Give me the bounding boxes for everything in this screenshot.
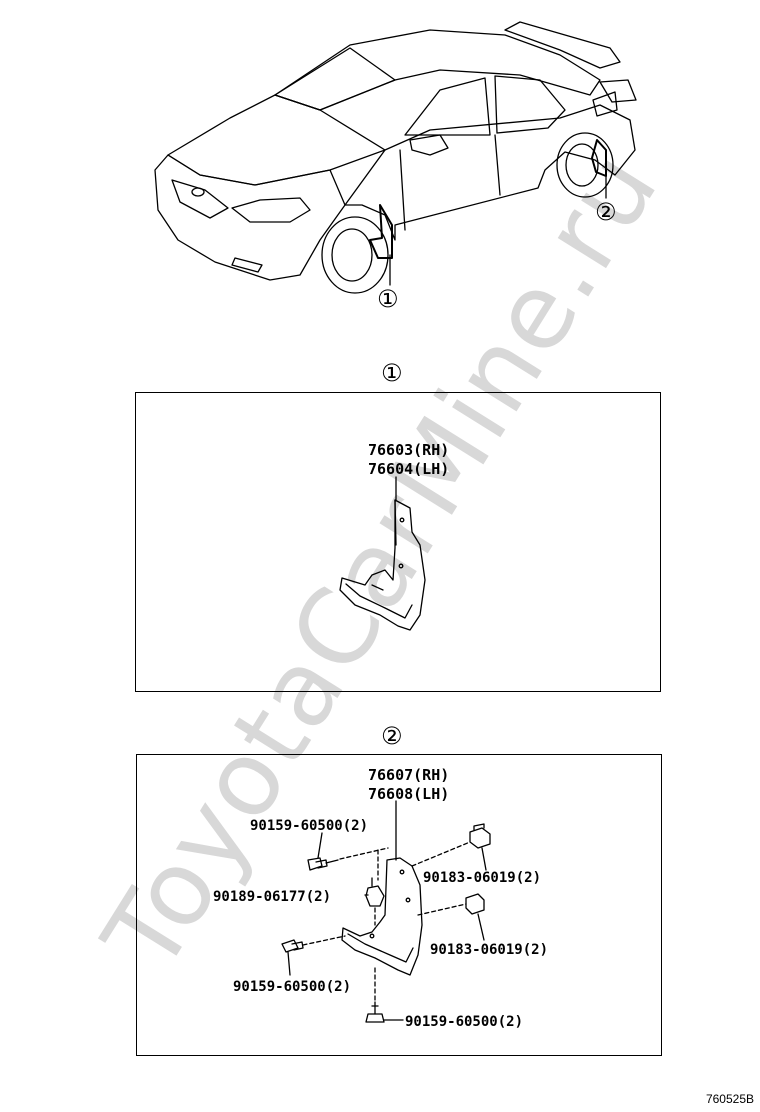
mudguard-rear-outline [341, 857, 423, 976]
fastener-label-6: 90159-60500(2) [405, 1014, 524, 1030]
leader-fastener-5 [287, 951, 291, 976]
car-mirror [409, 134, 449, 156]
dash-line [411, 841, 471, 867]
mudguard-front-rib [371, 584, 384, 591]
leader-fastener-1 [317, 832, 323, 859]
mudguard-rear-hole [369, 933, 375, 939]
fastener-label-1: 90159-60500(2) [250, 818, 369, 834]
section-2-marker: ② [381, 722, 403, 750]
dash-line [302, 935, 346, 946]
dash-line [339, 847, 389, 860]
mudguard-front-hole [398, 563, 404, 569]
mudguard-rear-inner [347, 933, 414, 963]
clip-fastener [365, 877, 385, 907]
car-rear-wheel [556, 132, 614, 198]
fastener-label-5: 90159-60500(2) [233, 979, 352, 995]
car-taillight [599, 79, 637, 103]
section-2-part-rh: 76607(RH) [368, 766, 450, 784]
car-rear-wheel-inner [565, 143, 599, 187]
screw-top-left [307, 857, 339, 871]
car-side-window-rear [494, 75, 566, 134]
mudguard-rear-hole [405, 897, 411, 903]
mudguard-front-inner [345, 583, 413, 619]
nut-top-right [469, 823, 491, 849]
section-2-panel [136, 754, 662, 1056]
dash-line [417, 903, 467, 916]
car-front-mudguard [369, 204, 393, 259]
car-door-line-1 [399, 149, 406, 231]
fastener-label-3: 90183-06019(2) [423, 870, 542, 886]
figure-id: 760525B [705, 1092, 754, 1106]
car-rear-spoiler [504, 21, 621, 69]
car-front-wheel [321, 216, 389, 294]
leader-fastener-3 [481, 847, 487, 871]
section-2-part-lh: 76608(LH) [368, 785, 450, 803]
mudguard-front-outline [339, 499, 426, 631]
leader-fastener-4 [477, 913, 485, 941]
screw-left [281, 939, 304, 953]
section-1-part-rh: 76603(RH) [368, 441, 450, 459]
overview-callout-1: ① [377, 285, 399, 313]
car-front-wheel-inner [331, 228, 373, 282]
overview-callout-2: ② [595, 198, 617, 226]
fastener-label-4: 90183-06019(2) [430, 942, 549, 958]
car-front-bumper [154, 154, 346, 281]
screw-bottom [365, 1001, 385, 1023]
mudguard-front-flange [394, 499, 397, 546]
section-1-marker: ① [381, 359, 403, 387]
mudguard-rear-hole [399, 869, 405, 875]
fastener-label-2: 90189-06177(2) [213, 889, 332, 905]
car-side-window-front [404, 77, 491, 136]
mudguard-front-hole [399, 517, 405, 523]
car-rear-mudguard [591, 139, 607, 177]
car-headlight [231, 197, 311, 223]
section-1-panel [135, 392, 661, 692]
car-foglamp [231, 257, 263, 273]
nut-middle-right [465, 893, 485, 915]
car-emblem [191, 187, 205, 197]
section-1-part-lh: 76604(LH) [368, 460, 450, 478]
car-door-line-2 [494, 134, 501, 196]
